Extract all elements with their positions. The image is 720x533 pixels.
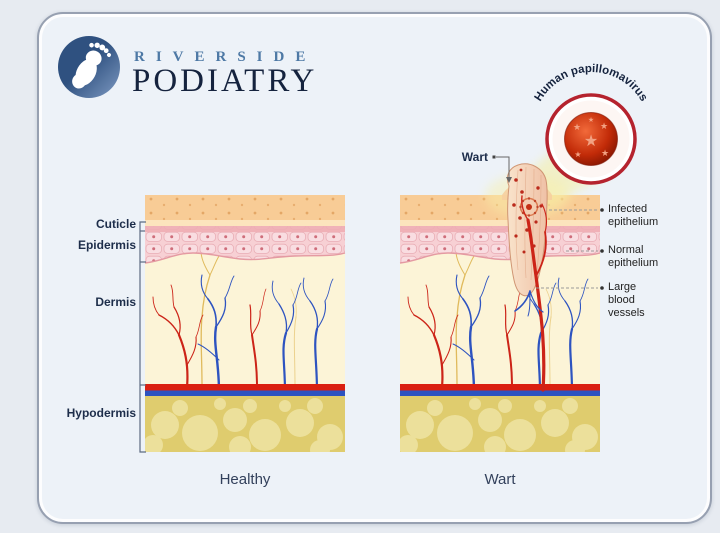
caption-wart: Wart bbox=[484, 471, 516, 488]
healthy-skin-diagram bbox=[143, 195, 345, 460]
skin-layer-bracket bbox=[139, 221, 146, 453]
svg-text:★: ★ bbox=[588, 116, 594, 124]
annotation-bullets bbox=[600, 208, 604, 290]
hpv-virus-icon: ★ ★ ★ ★ ★ ★ Human papillomavirus bbox=[533, 63, 649, 185]
svg-text:★: ★ bbox=[584, 131, 598, 150]
caption-healthy: Healthy bbox=[219, 471, 271, 488]
annotation-dashed-lines bbox=[536, 209, 598, 289]
layer-label-hypodermis: Hypodermis bbox=[66, 406, 136, 420]
brand-name-riverside: RIVERSIDE bbox=[134, 49, 317, 65]
svg-text:★: ★ bbox=[600, 122, 608, 132]
layer-label-cuticle: Cuticle bbox=[95, 217, 136, 231]
svg-text:★: ★ bbox=[573, 123, 581, 133]
wart-pointer-line bbox=[492, 155, 512, 183]
svg-text:★: ★ bbox=[601, 149, 609, 159]
layer-label-epidermis: Epidermis bbox=[77, 238, 136, 252]
virus-capsomer-stars: ★ ★ ★ ★ ★ ★ bbox=[573, 116, 609, 159]
layer-label-dermis: Dermis bbox=[95, 295, 136, 309]
svg-text:★: ★ bbox=[574, 150, 581, 159]
wart-veins bbox=[514, 290, 544, 317]
annotation-infected-epithelium: Infected epithelium bbox=[608, 203, 659, 228]
brand-name-podiatry: PODIATRY bbox=[132, 63, 318, 99]
foot-print-icon bbox=[58, 36, 120, 98]
wart-pointer-label: Wart bbox=[461, 150, 488, 164]
wart-feeding-artery bbox=[521, 195, 547, 392]
annotation-normal-epithelium: Normal epithelium bbox=[608, 244, 659, 269]
virus-infected-cell-ring bbox=[519, 197, 539, 217]
annotation-large-blood-vessels: Large blood vessels bbox=[608, 281, 645, 319]
wart-skin-diagram bbox=[398, 195, 600, 460]
wart-growth bbox=[502, 163, 552, 392]
